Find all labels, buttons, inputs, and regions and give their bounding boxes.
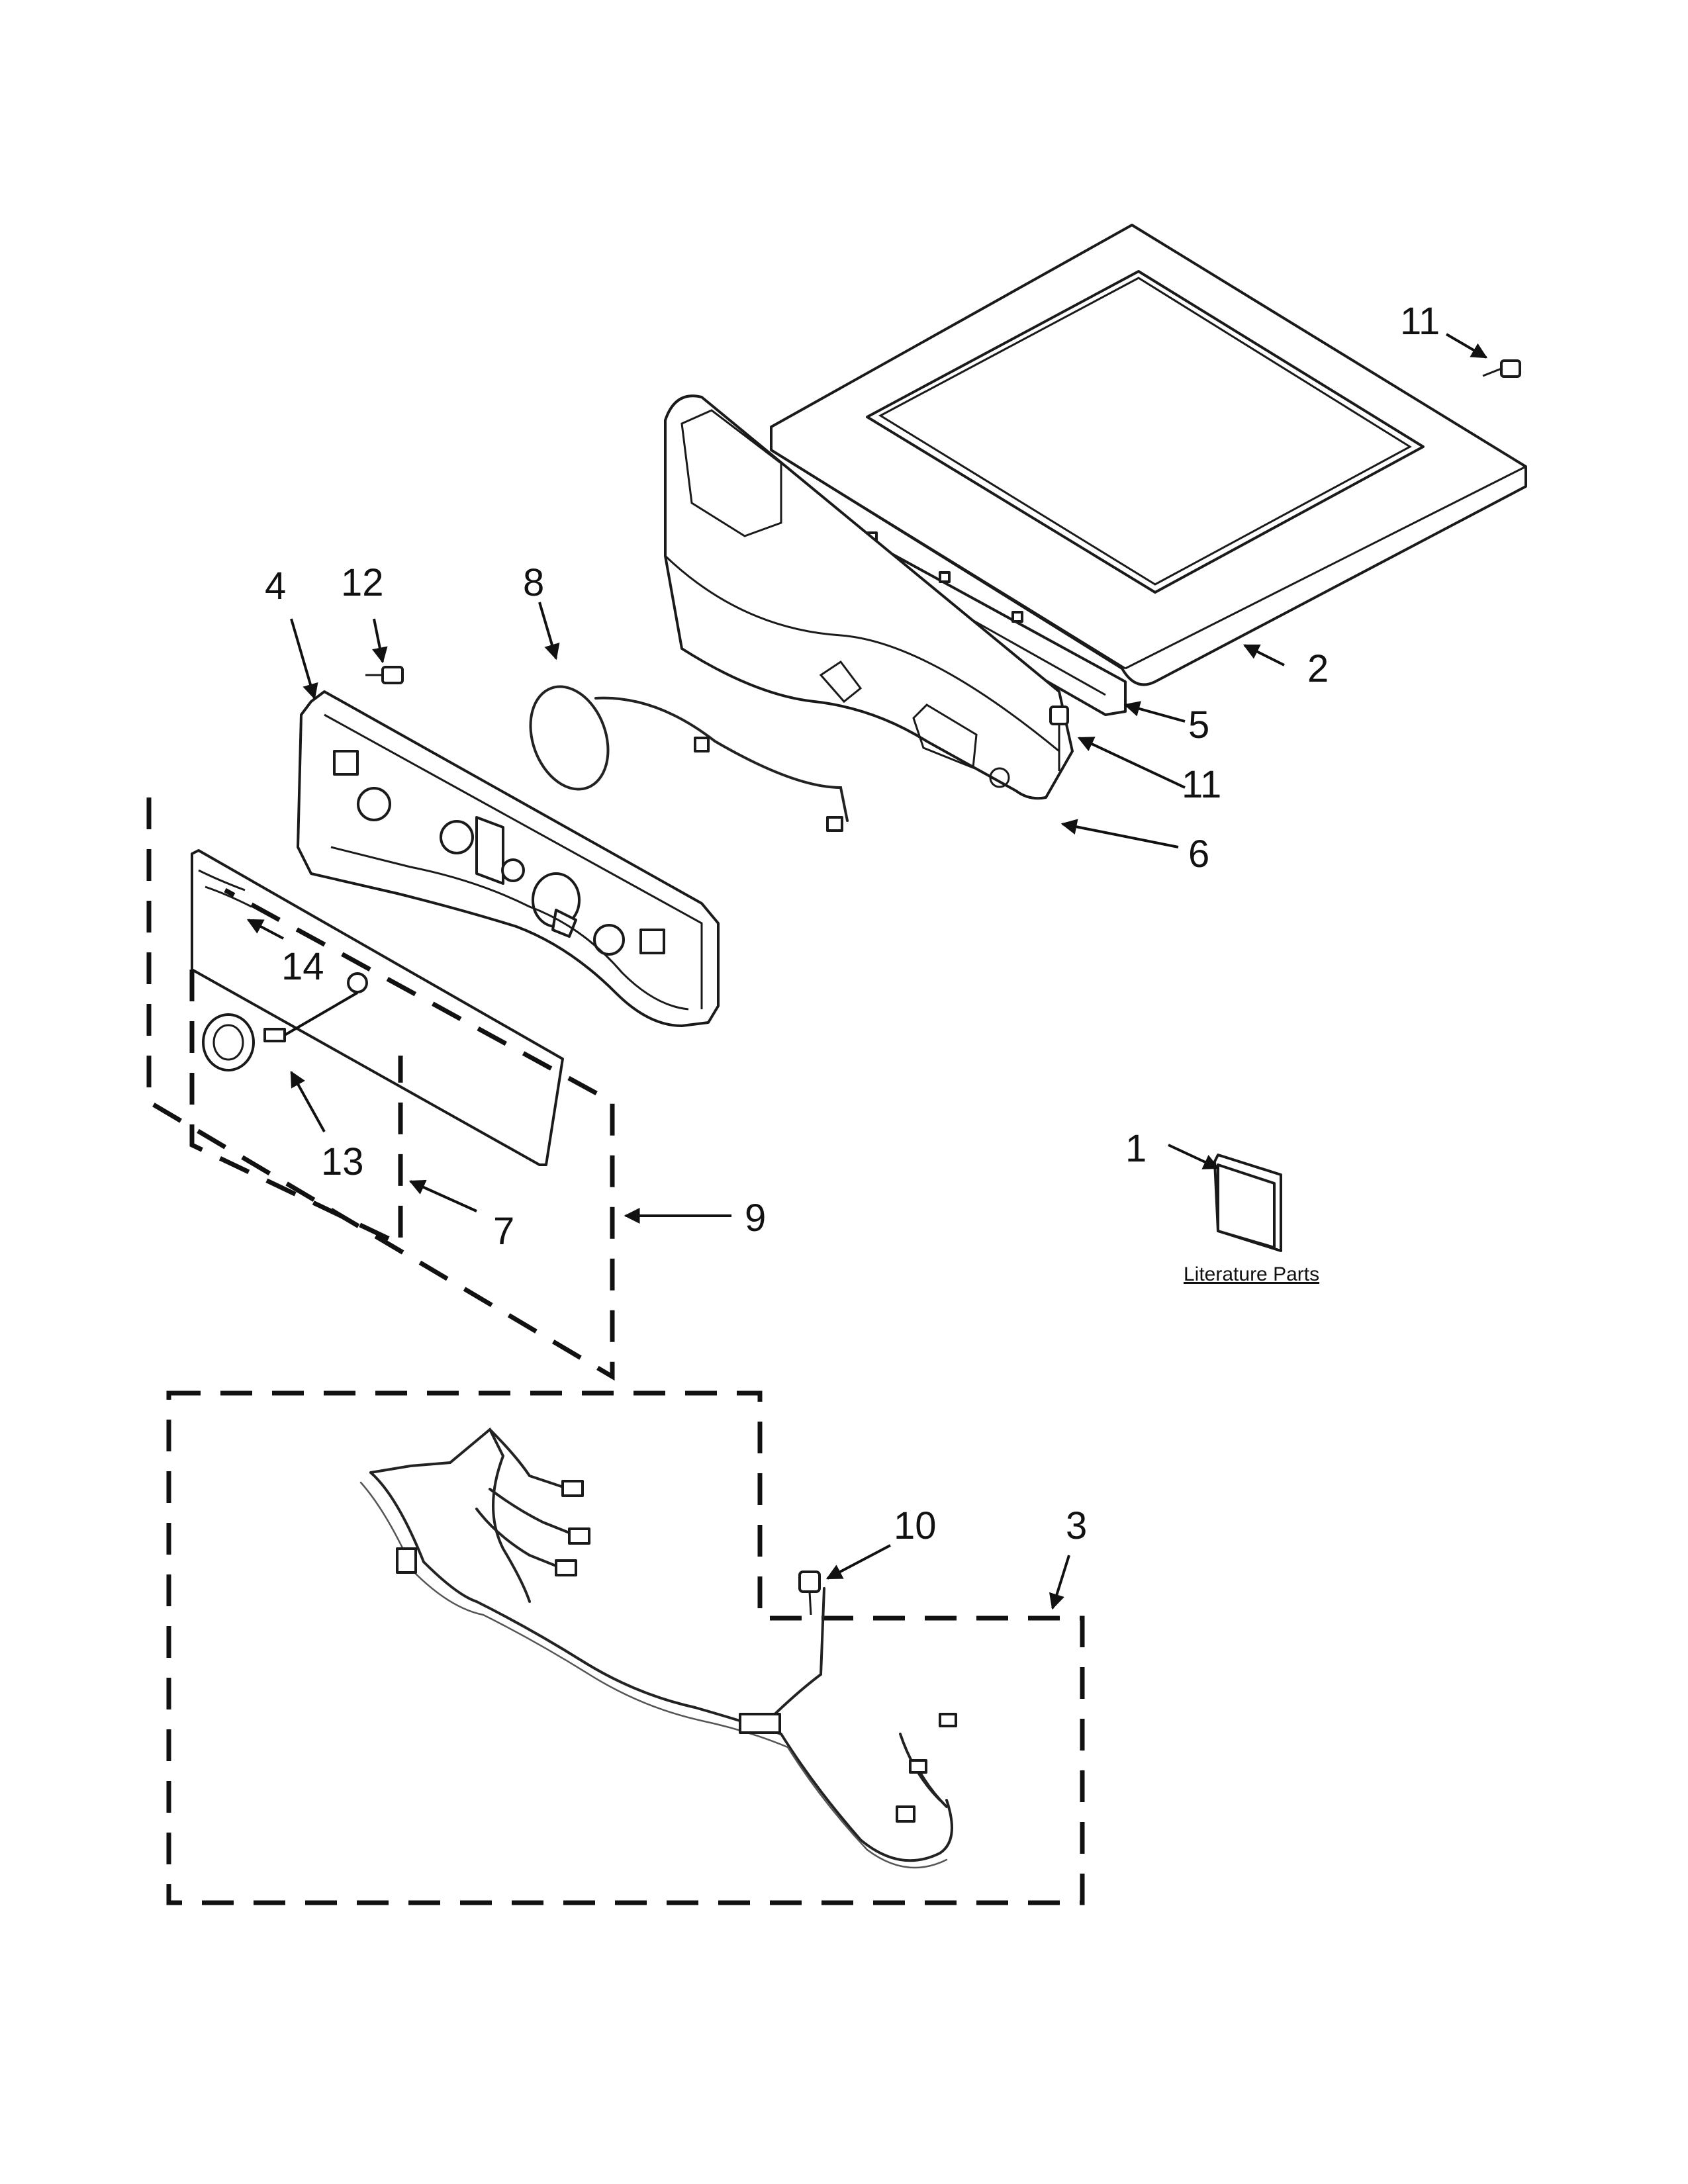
- callout-4: 4: [265, 565, 286, 608]
- callout-14: 14: [281, 945, 324, 988]
- callout-12: 12: [341, 561, 384, 604]
- callout-6: 6: [1188, 833, 1209, 876]
- callout-3: 3: [1066, 1504, 1087, 1547]
- leader-lines: [246, 333, 1488, 1610]
- callout-5: 5: [1188, 704, 1209, 747]
- callout-9: 9: [745, 1197, 766, 1240]
- control-console: [297, 690, 720, 1027]
- callout-10: 10: [894, 1504, 937, 1547]
- literature-parts-label: Literature Parts: [1184, 1263, 1319, 1285]
- control-knob: [202, 991, 359, 1071]
- top-panel: [770, 224, 1527, 686]
- screw-11-top-icon: [1482, 359, 1521, 378]
- screw-12-icon: [365, 666, 404, 684]
- callout-1: 1: [1125, 1127, 1147, 1170]
- wire-harness-small: [529, 685, 849, 832]
- screw-11-lower-icon: [1049, 705, 1069, 771]
- callout-7: 7: [493, 1210, 514, 1253]
- callout-13: 13: [321, 1140, 364, 1183]
- callout-8: 8: [523, 561, 544, 604]
- main-wire-harness: [359, 1427, 957, 1869]
- console-back-panel: [664, 394, 1074, 800]
- kit-9-outline: [146, 797, 615, 1381]
- callout-11-lower: 11: [1182, 763, 1221, 806]
- literature-booklet-icon: [1213, 1154, 1282, 1252]
- sensor-10-icon: [798, 1570, 821, 1615]
- callout-11-top: 11: [1400, 300, 1440, 343]
- callout-2: 2: [1307, 647, 1329, 690]
- kit-3-outline: [166, 1390, 1085, 1905]
